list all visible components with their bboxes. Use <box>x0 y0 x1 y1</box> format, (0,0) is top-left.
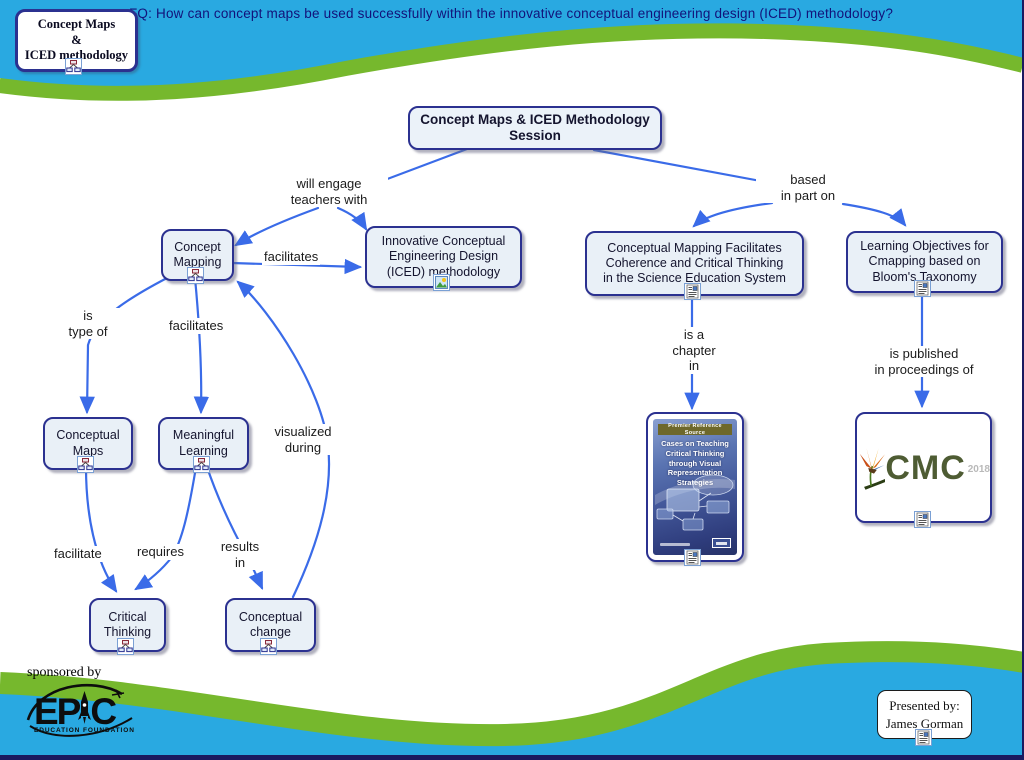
link-label-based-in-part-on[interactable]: based in part on <box>756 172 860 204</box>
document-icon[interactable] <box>684 283 701 300</box>
link-label-requires[interactable]: requires <box>135 544 186 560</box>
node-conceptual-change[interactable]: Conceptual change <box>225 598 316 652</box>
book-title: Cases on Teaching Critical Thinking thro… <box>661 439 729 487</box>
node-cmc-proceedings[interactable]: CMC 2018 <box>855 412 992 523</box>
presented-by-label: Presented by: James Gorman <box>885 697 964 731</box>
document-icon[interactable] <box>914 280 931 297</box>
bird-of-paradise-logo <box>859 447 886 490</box>
link-label-visualized-during[interactable]: visualized during <box>255 424 351 456</box>
cmap-icon[interactable] <box>260 638 277 655</box>
rocket-icon <box>78 691 92 724</box>
book-cover-image: Premier Reference Source Cases on Teachi… <box>652 418 738 556</box>
link-label-is-a-chapter-in[interactable]: is a chapter in <box>660 327 728 374</box>
node-session[interactable]: Concept Maps & ICED Methodology Session <box>408 106 662 150</box>
link-label-will-engage[interactable]: will engage teachers with <box>270 176 388 208</box>
node-learning-objectives[interactable]: Learning Objectives for Cmapping based o… <box>846 231 1003 293</box>
cmc-wordmark: CMC <box>885 448 966 487</box>
epic-subtitle: EDUCATION FOUNDATION <box>34 727 135 734</box>
epic-wordmark-right: C <box>90 690 117 732</box>
cmap-icon[interactable] <box>193 456 210 473</box>
epic-foundation-logo: EP C EDUCATION FOUNDATION <box>20 680 150 750</box>
document-icon[interactable] <box>914 511 931 528</box>
focus-question: FQ: How can concept maps be used success… <box>128 6 894 21</box>
cmap-icon[interactable] <box>65 58 82 75</box>
epic-wordmark-left: EP <box>34 690 81 732</box>
link-label-facilitates-ml[interactable]: facilitates <box>167 318 226 334</box>
corner-cmap-label: Concept Maps & ICED methodology <box>24 17 129 63</box>
document-icon[interactable] <box>915 729 932 746</box>
book-authors-line <box>660 543 690 546</box>
link-label-is-published-in[interactable]: is published in proceedings of <box>855 346 993 378</box>
node-book-cover[interactable]: Premier Reference Source Cases on Teachi… <box>646 412 744 562</box>
cmc-year: 2018 <box>967 464 990 476</box>
link-label-results-in[interactable]: results in <box>207 539 273 571</box>
cmap-icon[interactable] <box>77 456 94 473</box>
link-label-facilitates-iced[interactable]: facilitates <box>262 249 321 265</box>
document-icon[interactable] <box>684 549 701 566</box>
link-label-facilitate[interactable]: facilitate <box>52 546 104 562</box>
image-icon[interactable] <box>433 274 450 291</box>
link-label-is-type-of[interactable]: is type of <box>50 308 126 340</box>
publisher-logo <box>712 538 731 548</box>
node-concept-mapping[interactable]: Concept Mapping <box>161 229 234 281</box>
epic-orbit-arc <box>26 683 133 737</box>
cmap-icon[interactable] <box>187 267 204 284</box>
cmap-icon[interactable] <box>117 638 134 655</box>
book-cover-art <box>655 475 735 531</box>
book-banner: Premier Reference Source <box>658 423 732 436</box>
sponsored-by-label: sponsored by <box>27 665 102 680</box>
